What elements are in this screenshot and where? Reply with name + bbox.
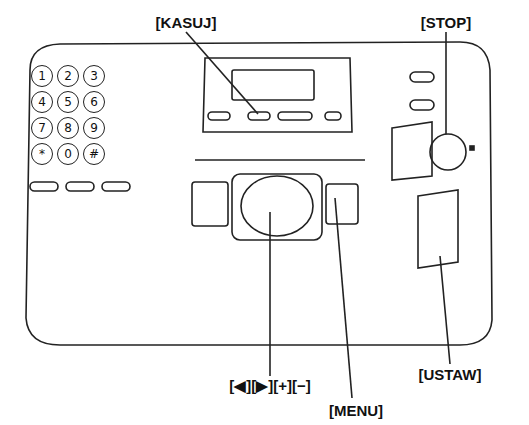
keypad-key: # bbox=[83, 143, 105, 165]
display-frame bbox=[203, 58, 352, 132]
side-button bbox=[410, 72, 434, 82]
keypad-key: 3 bbox=[83, 65, 105, 87]
small-button bbox=[278, 112, 312, 120]
nav-surround bbox=[232, 174, 322, 240]
keypad-key: 8 bbox=[57, 117, 79, 139]
key-digit: 9 bbox=[90, 122, 98, 134]
keypad-key: 7 bbox=[31, 117, 53, 139]
ustaw-button bbox=[418, 190, 458, 268]
leader-line bbox=[186, 32, 258, 114]
key-digit: 3 bbox=[90, 70, 98, 82]
kasuj-label: [KASUJ] bbox=[154, 14, 219, 31]
side-button bbox=[410, 100, 434, 110]
stop-label: [STOP] bbox=[419, 14, 474, 31]
keypad-key: 2 bbox=[57, 65, 79, 87]
small-button bbox=[208, 112, 230, 120]
keypad-key: 6 bbox=[83, 91, 105, 113]
divider bbox=[195, 159, 365, 161]
key-digit: # bbox=[89, 148, 99, 160]
keypad-key: 4 bbox=[31, 91, 53, 113]
leader-line bbox=[335, 198, 352, 398]
keypad-key: 9 bbox=[83, 117, 105, 139]
menu-label: [MENU] bbox=[327, 402, 385, 419]
left-button bbox=[192, 182, 228, 226]
panel-housing bbox=[26, 42, 492, 345]
key-digit: 0 bbox=[64, 148, 72, 160]
key-digit: 2 bbox=[64, 70, 72, 82]
leader-line bbox=[445, 32, 447, 134]
indicator bbox=[470, 146, 474, 150]
stop-button bbox=[430, 134, 466, 170]
keypad-key: 5 bbox=[57, 91, 79, 113]
function-key bbox=[30, 182, 58, 191]
keypad-key: * bbox=[31, 143, 53, 165]
key-digit: 1 bbox=[38, 70, 46, 82]
leader-line bbox=[269, 212, 271, 376]
function-key bbox=[102, 182, 130, 191]
key-digit: 4 bbox=[38, 96, 46, 108]
key-digit: 7 bbox=[38, 122, 46, 134]
key-digit: * bbox=[39, 148, 45, 160]
key-digit: 5 bbox=[64, 96, 72, 108]
lcd bbox=[232, 70, 314, 100]
keypad-key: 0 bbox=[57, 143, 79, 165]
function-key bbox=[66, 182, 94, 191]
leader-line bbox=[440, 256, 450, 364]
menu-button bbox=[326, 184, 358, 224]
navigator-label: [◀][▶][+][−] bbox=[227, 377, 312, 395]
right-button bbox=[392, 122, 432, 180]
small-button bbox=[325, 112, 341, 120]
kasuj-button bbox=[248, 112, 270, 120]
ustaw-label: [USTAW] bbox=[416, 366, 483, 383]
key-digit: 8 bbox=[64, 122, 72, 134]
navigator-key bbox=[241, 176, 313, 236]
keypad-key: 1 bbox=[31, 65, 53, 87]
key-digit: 6 bbox=[90, 96, 98, 108]
